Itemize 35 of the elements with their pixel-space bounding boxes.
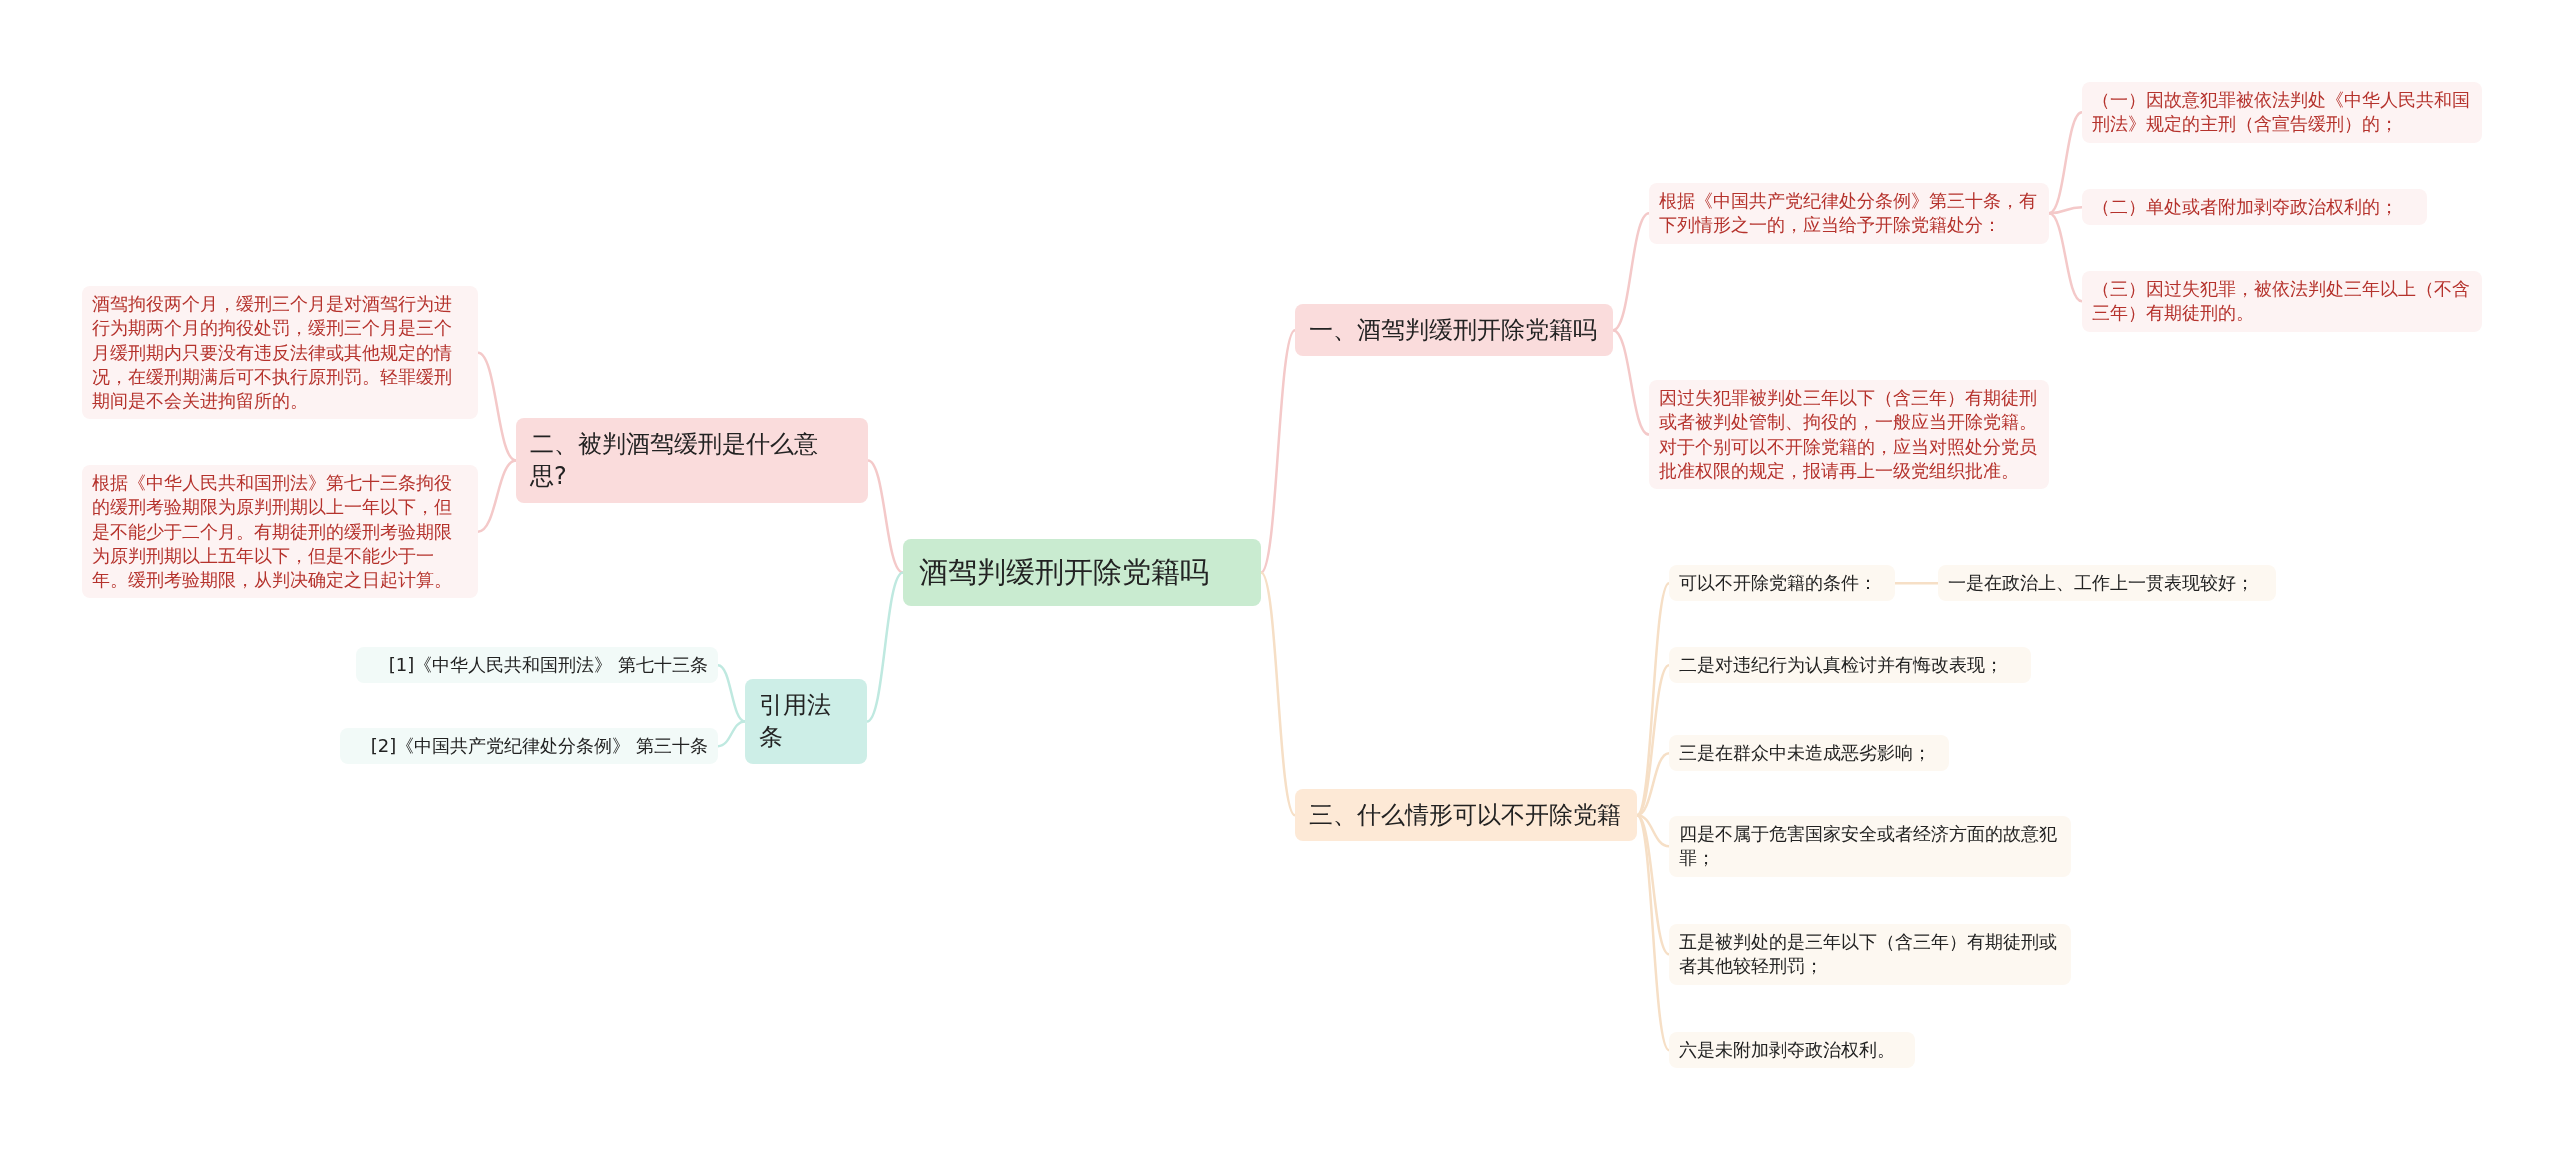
connector-line — [717, 720, 746, 748]
text-box: 酒驾拘役两个月，缓刑三个月是对酒驾行为进行为期两个月的拘役处罚，缓刑三个月是三个月缓刑期内只要没有违反法律或其他规定的情况，在缓刑期满后可不执行原刑罚。轻罪缓刑期间是不会关进拘留所的。 — [82, 286, 478, 420]
text-box: [1]《中华人民共和国刑法》 第七十三条 — [356, 647, 718, 684]
connector-line — [1636, 814, 1670, 1051]
connector-line — [1612, 212, 1650, 332]
text-box: 可以不开除党籍的条件： — [1669, 565, 1895, 602]
connector-line — [1260, 571, 1296, 816]
connector-line — [866, 571, 904, 723]
connector-line — [477, 351, 517, 462]
text-box: 五是被判处的是三年以下（含三年）有期徒刑或者其他较轻刑罚； — [1669, 924, 2071, 985]
text-box: 一是在政治上、工作上一贯表现较好； — [1938, 565, 2276, 602]
connector-line — [1895, 581, 1938, 585]
text-box: 二是对违纪行为认真检讨并有悔改表现； — [1669, 647, 2031, 684]
topic-box: 三、什么情形可以不开除党籍 — [1295, 789, 1637, 842]
connector-line — [477, 459, 517, 533]
text-box: （二）单处或者附加剥夺政治权利的； — [2082, 189, 2427, 226]
text-box: （三）因过失犯罪，被依法判处三年以上（不含三年）有期徒刑的。 — [2082, 271, 2482, 332]
connector-line — [2048, 111, 2083, 215]
text-box: 因过失犯罪被判处三年以下（含三年）有期徒刑或者被判处管制、拘役的，一般应当开除党籍。对于个别可以不开除党籍的，应当对照处分党员批准权限的规定，报请再上一级党组织批准。 — [1649, 380, 2049, 490]
text-box: 六是未附加剥夺政治权利。 — [1669, 1032, 1915, 1069]
topic-box: 一、酒驾判缓刑开除党籍吗 — [1295, 304, 1613, 357]
connector-line — [867, 459, 904, 574]
text-box: [2]《中国共产党纪律处分条例》 第三十条 — [340, 728, 718, 765]
connector-line — [1612, 329, 1650, 436]
text-box: （一）因故意犯罪被依法判处《中华人民共和国刑法》规定的主刑（含宣告缓刑）的； — [2082, 82, 2482, 143]
central-topic-box: 酒驾判缓刑开除党籍吗 — [903, 539, 1261, 607]
text-box: 根据《中华人民共和国刑法》第七十三条拘役的缓刑考验期限为原判刑期以上一年以下，但是不能少于二个月。有期徒刑的缓刑考验期限为原判刑期以上五年以下，但是不能少于一年。缓刑考验期限，从判决确定之日起计算。 — [82, 465, 478, 599]
topic-box: 二、被判酒驾缓刑是什么意思? — [516, 418, 868, 503]
connector-line — [2048, 212, 2083, 303]
connector-line — [717, 663, 746, 723]
topic-box: 引用法条 — [745, 679, 867, 764]
text-box: 根据《中国共产党纪律处分条例》第三十条，有下列情形之一的，应当给予开除党籍处分： — [1649, 183, 2049, 244]
text-box: 四是不属于危害国家安全或者经济方面的故意犯罪； — [1669, 816, 2071, 877]
connector-line — [1260, 329, 1296, 574]
text-box: 三是在群众中未造成恶劣影响； — [1669, 735, 1949, 772]
